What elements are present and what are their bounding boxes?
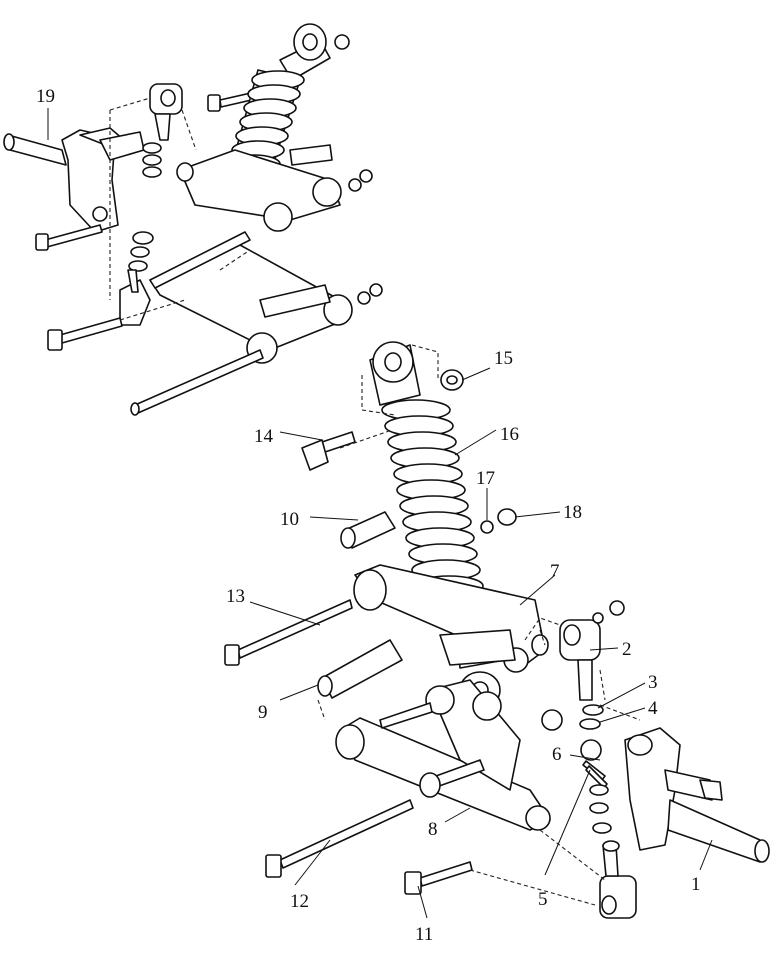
assembled-suspension-view <box>3 23 383 416</box>
bolt-11 <box>404 861 473 895</box>
callout-2: 2 <box>622 639 632 660</box>
callout-11: 11 <box>415 924 433 945</box>
callout-1: 1 <box>691 874 701 895</box>
spindle-1 <box>624 727 770 863</box>
leader-lines <box>47 108 713 919</box>
callout-19: 19 <box>36 86 55 107</box>
bolt-13 <box>224 599 353 666</box>
callout-12: 12 <box>290 891 309 912</box>
exploded-suspension-view <box>224 341 770 919</box>
callout-4: 4 <box>648 698 658 719</box>
callout-6: 6 <box>552 744 562 765</box>
upper-ball-joint <box>119 83 183 326</box>
lower-ball-joint <box>599 840 637 919</box>
upper-dashed-guides <box>109 97 251 321</box>
ball-joint-2 <box>559 600 625 701</box>
callout-labels: 19 15 14 16 17 18 10 7 13 2 3 4 6 9 8 5 … <box>36 86 701 945</box>
washer-4 <box>579 718 601 730</box>
lower-a-arm-8 <box>335 679 551 831</box>
callout-17: 17 <box>476 468 495 489</box>
nut-5 <box>580 739 612 834</box>
callout-15: 15 <box>494 348 513 369</box>
lower-a-arm-assembled <box>130 231 383 416</box>
callout-3: 3 <box>648 672 658 693</box>
callout-8: 8 <box>428 819 438 840</box>
bushing-9 <box>317 639 403 699</box>
bushing-10 <box>340 511 396 549</box>
callout-16: 16 <box>500 424 519 445</box>
callout-10: 10 <box>280 509 299 530</box>
cotter-pin-6 <box>582 760 608 789</box>
exploded-dashed-guides <box>317 344 641 906</box>
upper-a-arm-7 <box>353 564 549 673</box>
spindle-assembled <box>3 127 145 233</box>
nut-18 <box>497 508 517 526</box>
callout-18: 18 <box>563 502 582 523</box>
callout-14: 14 <box>254 426 274 447</box>
nut-left <box>541 709 563 731</box>
nut-15 <box>440 369 464 391</box>
bolt-14 <box>301 431 356 471</box>
callout-7: 7 <box>550 561 560 582</box>
bolt-12 <box>265 799 414 878</box>
callout-13: 13 <box>226 586 245 607</box>
callout-9: 9 <box>258 702 268 723</box>
upper-a-arm-assembled <box>176 144 373 232</box>
upper-bolts <box>35 91 257 351</box>
washer-17 <box>480 520 494 534</box>
callout-5: 5 <box>538 889 548 910</box>
